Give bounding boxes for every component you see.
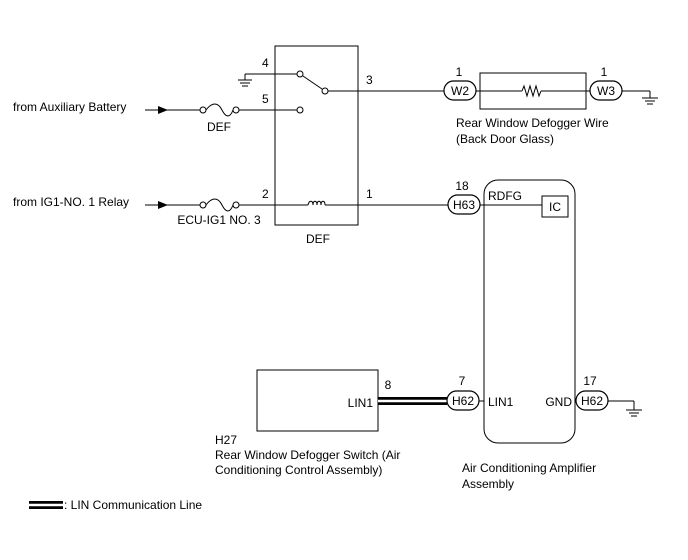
def-relay-box	[274, 45, 359, 226]
connector-h63-pin: 18	[455, 179, 469, 193]
connector-w2-pin: 1	[456, 65, 463, 79]
switch-lin1-label: LIN1	[348, 396, 374, 410]
defogger-wire-label-1: Rear Window Defogger Wire	[456, 116, 609, 130]
source-aux-battery: from Auxiliary Battery	[13, 100, 126, 114]
amp-ground	[608, 400, 642, 417]
legend-text: : LIN Communication Line	[64, 498, 202, 512]
relay-pin-5: 5	[262, 92, 269, 106]
switch-code: H27	[215, 433, 237, 447]
relay-pin-4: 4	[262, 56, 269, 70]
fuse-def-label: DEF	[207, 120, 231, 134]
connector-h62-gnd-label: H62	[581, 394, 603, 408]
connector-w3-label: W3	[597, 84, 615, 98]
amp-rdfg-label: RDFG	[488, 189, 522, 203]
connector-h63	[447, 194, 481, 215]
defogger-switch-box	[256, 369, 379, 432]
connector-h62-lin-label: H62	[452, 394, 474, 408]
ig1-relay-arrow	[145, 201, 168, 209]
relay-pin-3: 3	[366, 73, 373, 87]
def-relay-label: DEF	[306, 232, 330, 246]
amp-ic-box	[541, 195, 569, 218]
connector-h62-lin-pin: 7	[459, 374, 466, 388]
amp-gnd-label: GND	[545, 395, 572, 409]
connector-w3-pin: 1	[601, 65, 608, 79]
fuse-def	[199, 103, 240, 117]
amp-lin1-label: LIN1	[488, 395, 514, 409]
defogger-wire-label-2: (Back Door Glass)	[456, 132, 554, 146]
source-ig1-relay: from IG1-NO. 1 Relay	[13, 195, 129, 209]
connector-h63-label: H63	[453, 198, 475, 212]
relay-pin4-ground-circuit	[238, 73, 300, 87]
switch-label-1: Rear Window Defogger Switch (Air	[215, 448, 400, 462]
w3-ground	[622, 90, 658, 105]
switch-pin-8: 8	[385, 378, 392, 392]
switch-label-2: Conditioning Control Assembly)	[215, 463, 382, 477]
relay-pin-1: 1	[366, 187, 373, 201]
connector-w2-label: W2	[451, 84, 469, 98]
defogger-resistor	[521, 84, 542, 98]
relay-coil	[307, 200, 326, 206]
ac-amplifier-box	[483, 179, 576, 444]
relay-pin-2: 2	[262, 187, 269, 201]
fuse-ecu-ig1	[199, 198, 240, 212]
amp-label-1: Air Conditioning Amplifier	[462, 461, 596, 475]
relay-switch-contact	[296, 70, 329, 114]
connector-h62-gnd-pin: 17	[583, 374, 597, 388]
fuse-ecu-ig1-label: ECU-IG1 NO. 3	[177, 213, 261, 227]
aux-battery-arrow	[145, 106, 168, 114]
amp-ic-label: IC	[549, 200, 561, 214]
amp-label-2: Assembly	[462, 477, 514, 491]
